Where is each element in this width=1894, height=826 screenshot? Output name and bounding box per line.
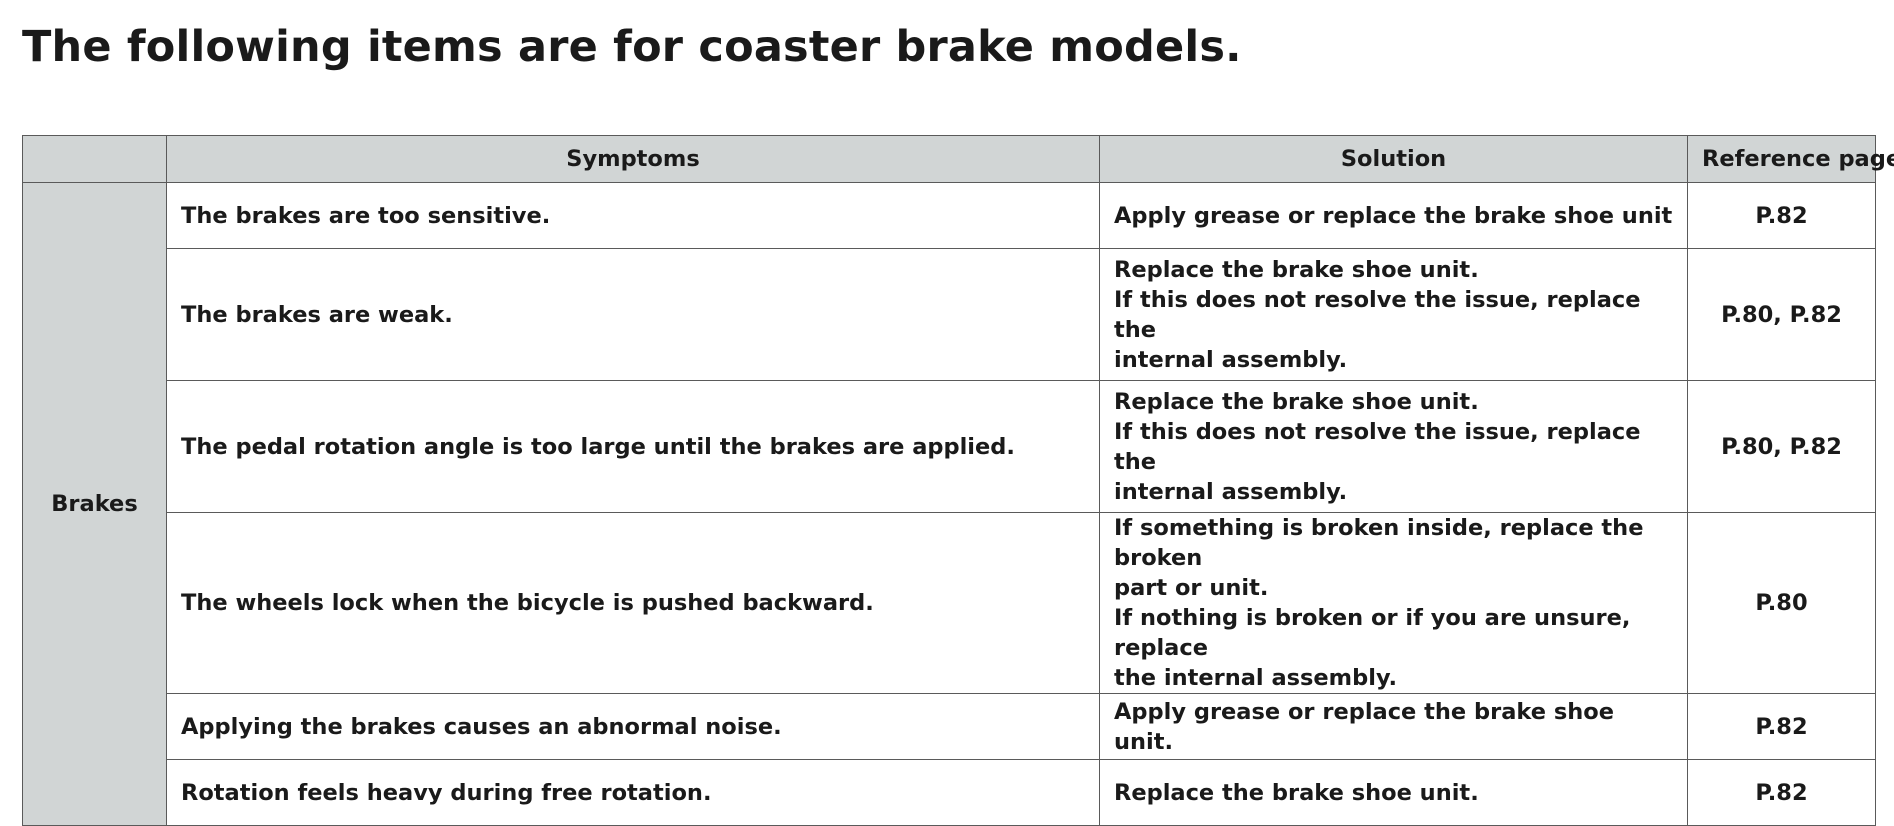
category-cell-brakes: Brakes bbox=[22, 182, 167, 826]
solution-line: internal assembly. bbox=[1114, 478, 1348, 505]
header-category bbox=[22, 135, 167, 183]
solution-line: If nothing is broken or if you are unsur… bbox=[1114, 605, 1631, 661]
solution-line: Replace the brake shoe unit. bbox=[1114, 779, 1479, 806]
table-row: The wheels lock when the bicycle is push… bbox=[23, 512, 1876, 694]
reference-cell: P.80 bbox=[1687, 512, 1876, 694]
table-row: Brakes The brakes are too sensitive. App… bbox=[22, 182, 1876, 826]
reference-cell: P.82 bbox=[1687, 693, 1876, 760]
symptom-cell: Rotation feels heavy during free rotatio… bbox=[166, 759, 1100, 826]
page-title: The following items are for coaster brak… bbox=[22, 22, 1242, 72]
symptom-cell: The brakes are weak. bbox=[166, 248, 1100, 381]
solution-cell: Replace the brake shoe unit. If this doe… bbox=[1099, 380, 1688, 513]
symptom-cell: The brakes are too sensitive. bbox=[166, 182, 1100, 249]
header-symptoms: Symptoms bbox=[166, 135, 1100, 183]
solution-line: internal assembly. bbox=[1114, 346, 1348, 373]
table-row: The pedal rotation angle is too large un… bbox=[23, 380, 1876, 513]
solution-line: Apply grease or replace the brake shoe u… bbox=[1114, 202, 1673, 229]
solution-cell: If something is broken inside, replace t… bbox=[1099, 512, 1688, 694]
solution-cell: Replace the brake shoe unit. If this doe… bbox=[1099, 248, 1688, 381]
troubleshooting-table: Symptoms Solution Reference page Brakes … bbox=[22, 135, 1894, 826]
solution-cell: Apply grease or replace the brake shoe u… bbox=[1099, 693, 1688, 760]
solution-line: part or unit. bbox=[1114, 575, 1269, 601]
solution-line: Replace the brake shoe unit. bbox=[1114, 256, 1479, 283]
solution-line: If this does not resolve the issue, repl… bbox=[1114, 286, 1641, 343]
reference-cell: P.82 bbox=[1687, 759, 1876, 826]
reference-cell: P.80, P.82 bbox=[1687, 248, 1876, 381]
solution-line: If something is broken inside, replace t… bbox=[1114, 515, 1644, 571]
symptom-cell: The wheels lock when the bicycle is push… bbox=[166, 512, 1100, 694]
table-row: The brakes are weak. Replace the brake s… bbox=[23, 248, 1876, 381]
header-reference-page: Reference page bbox=[1687, 135, 1894, 183]
symptom-cell: Applying the brakes causes an abnormal n… bbox=[166, 693, 1100, 760]
header-solution: Solution bbox=[1099, 135, 1688, 183]
header-row: Symptoms Solution Reference page bbox=[22, 135, 1894, 183]
reference-cell: P.80, P.82 bbox=[1687, 380, 1876, 513]
symptom-cell: The pedal rotation angle is too large un… bbox=[166, 380, 1100, 513]
solution-line: Apply grease or replace the brake shoe u… bbox=[1114, 698, 1614, 755]
table-row: Applying the brakes causes an abnormal n… bbox=[23, 693, 1876, 760]
solution-line: If this does not resolve the issue, repl… bbox=[1114, 418, 1641, 475]
solution-line: the internal assembly. bbox=[1114, 665, 1398, 691]
table-row: Rotation feels heavy during free rotatio… bbox=[23, 759, 1876, 826]
solution-cell: Apply grease or replace the brake shoe u… bbox=[1099, 182, 1688, 249]
solution-line: Replace the brake shoe unit. bbox=[1114, 388, 1479, 415]
solution-cell: Replace the brake shoe unit. bbox=[1099, 759, 1688, 826]
reference-cell: P.82 bbox=[1687, 182, 1876, 249]
